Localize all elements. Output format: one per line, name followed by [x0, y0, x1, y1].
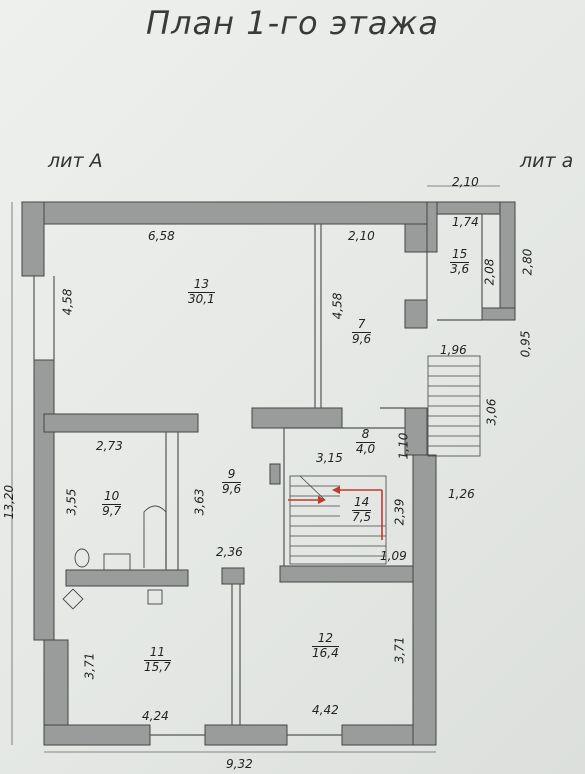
dim-13-20: 13,20 [2, 484, 17, 520]
dim-2-39: 2,39 [392, 498, 407, 526]
dim-4-42: 4,42 [312, 703, 339, 717]
wall-right-pillar [404, 299, 428, 329]
dim-3-63: 3,63 [192, 488, 207, 516]
dim-1-10: 1,10 [396, 432, 411, 460]
dim-0-95: 0,95 [518, 330, 533, 358]
dim-2-36: 2,36 [216, 545, 243, 559]
dim-2-80: 2,80 [520, 248, 535, 276]
lit-a-upper-label: лит А [48, 150, 103, 172]
int-wall-h2-b [221, 567, 245, 585]
dim-4-58-right: 4,58 [330, 292, 345, 320]
dim-4-24: 4,24 [142, 709, 169, 723]
dim-3-71-left: 3,71 [82, 652, 97, 680]
dim-top-2-10: 2,10 [452, 175, 479, 189]
annex-wall-bottom [481, 307, 516, 321]
dim-2-08: 2,08 [482, 258, 497, 286]
dim-1-09: 1,09 [380, 549, 407, 563]
lit-a-lower-label: лит а [520, 150, 574, 172]
dim-3-15: 3,15 [316, 451, 343, 465]
plan-title: План 1-го этажа [146, 4, 439, 42]
dim-2-73: 2,73 [96, 439, 123, 453]
wall-right-col [404, 407, 428, 456]
int-wall-h2-a [65, 569, 189, 587]
dim-3-55: 3,55 [64, 488, 79, 516]
dim-1-26: 1,26 [448, 487, 475, 501]
int-wall-v1 [269, 463, 281, 485]
dim-6-58: 6,58 [148, 229, 175, 243]
wall-bottom-mid [204, 724, 288, 746]
int-wall-h1-b [251, 407, 343, 429]
annex-wall-left [426, 201, 438, 253]
dim-2-10: 2,10 [348, 229, 375, 243]
dim-3-71-right: 3,71 [392, 636, 407, 664]
wall-bottom-left [43, 724, 151, 746]
wall-top [21, 201, 428, 225]
int-wall-h2-c [279, 565, 414, 583]
int-wall-h1-a [43, 413, 199, 433]
wall-left-upper [21, 201, 45, 277]
wall-right-upper [404, 223, 428, 253]
dim-1-74: 1,74 [452, 215, 479, 229]
annex-wall-right [499, 201, 516, 319]
dim-1-96: 1,96 [440, 343, 467, 357]
dim-3-06: 3,06 [484, 398, 499, 426]
dim-9-32: 9,32 [226, 757, 253, 771]
wall-left-mid [33, 359, 55, 641]
dim-4-58-left: 4,58 [60, 288, 75, 316]
wall-right-lower [412, 454, 437, 746]
